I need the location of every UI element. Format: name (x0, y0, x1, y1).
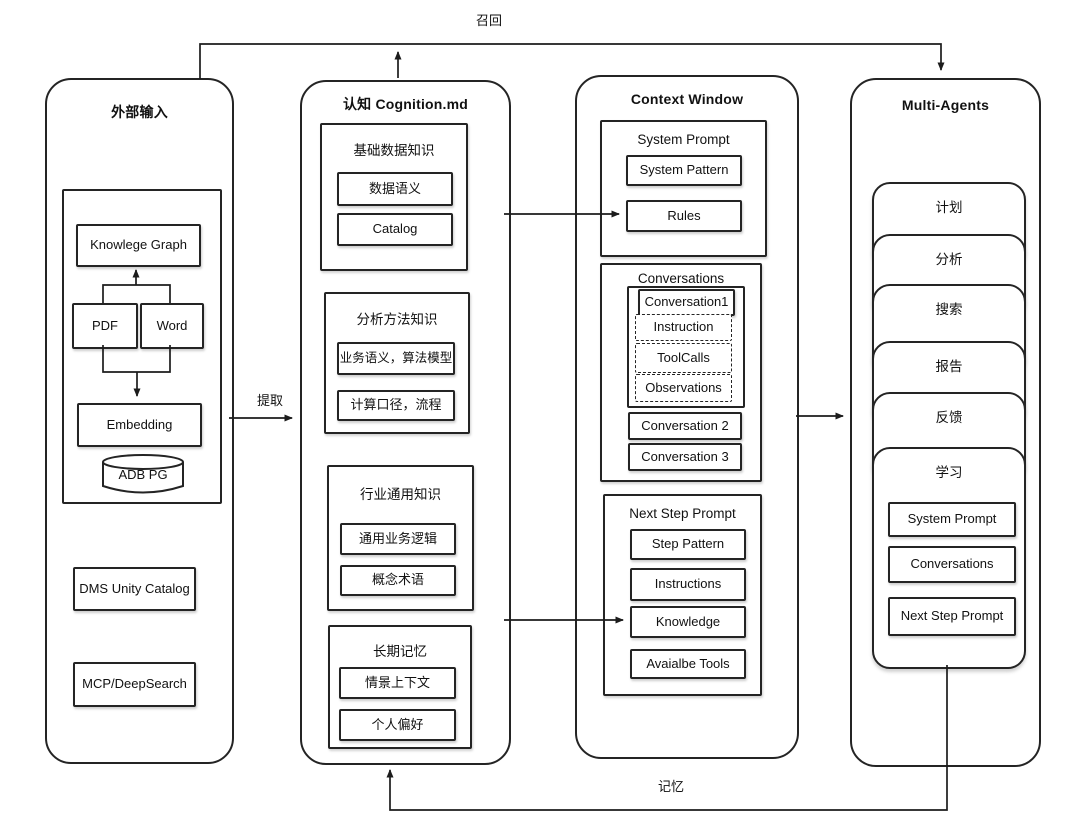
node-ma-system-prompt: System Prompt (888, 502, 1016, 537)
section-long-term-memory-title: 长期记忆 (373, 644, 427, 659)
node-system-pattern: System Pattern (626, 155, 742, 186)
node-ma-next-step-prompt: Next Step Prompt (888, 597, 1016, 636)
agent-plan-label: 计划 (935, 200, 963, 215)
section-system-prompt: System Prompt (600, 120, 767, 257)
node-conversation1: Conversation1 (638, 289, 735, 316)
agent-analysis-label: 分析 (935, 252, 963, 267)
node-concept-terms: 概念术语 (340, 565, 456, 596)
section-next-step-prompt-title: Next Step Prompt (629, 506, 736, 521)
node-conversation2: Conversation 2 (628, 412, 742, 440)
node-catalog: Catalog (337, 213, 453, 246)
section-industry-knowledge-title: 行业通用知识 (360, 487, 441, 502)
section-conversations-title: Conversations (637, 271, 725, 286)
node-toolcalls: ToolCalls (635, 343, 732, 373)
agent-report-label: 报告 (935, 359, 963, 374)
node-instructions: Instructions (630, 568, 746, 601)
section-basic-data-knowledge-title: 基础数据知识 (353, 143, 435, 158)
cognition-title: 认知 Cognition.md (342, 96, 469, 112)
node-step-pattern: Step Pattern (630, 529, 746, 560)
agent-learning-label: 学习 (935, 465, 963, 480)
extract-edge-label: 提取 (256, 393, 283, 408)
node-observations: Observations (635, 374, 732, 402)
node-pdf: PDF (72, 303, 138, 349)
node-embedding: Embedding (77, 403, 202, 447)
node-ma-conversations: Conversations (888, 546, 1016, 583)
node-instruction: Instruction (635, 314, 732, 341)
recall-edge-label: 召回 (475, 13, 502, 28)
node-general-business-logic: 通用业务逻辑 (340, 523, 456, 555)
recall-arrow (199, 43, 945, 79)
node-conversation3: Conversation 3 (628, 443, 742, 471)
agent-search-label: 搜索 (935, 302, 963, 317)
node-context-scenario: 情景上下文 (339, 667, 456, 699)
node-knowledge-graph: Knowlege Graph (76, 224, 201, 267)
node-business-semantics: 业务语义，算法模型 (337, 342, 455, 375)
node-knowledge: Knowledge (630, 606, 746, 638)
multi-agents-title: Multi-Agents (901, 97, 990, 113)
node-word: Word (140, 303, 204, 349)
node-avaialbe-tools: Avaialbe Tools (630, 649, 746, 679)
node-adb-pg-cylinder: ADB PG (101, 453, 185, 497)
node-mcp-deepsearch: MCP/DeepSearch (73, 662, 196, 707)
external-input-title: 外部输入 (111, 104, 168, 120)
node-calculation-caliber: 计算口径，流程 (337, 390, 455, 421)
agent-feedback-label: 反馈 (935, 410, 963, 425)
node-personal-preference: 个人偏好 (339, 709, 456, 741)
adb-pg-label: ADB PG (118, 467, 168, 482)
node-data-semantics: 数据语义 (337, 172, 453, 206)
section-analysis-method-knowledge-title: 分析方法知识 (356, 312, 438, 327)
cylinder-shape (102, 454, 184, 494)
node-dms-unity-catalog: DMS Unity Catalog (73, 567, 196, 611)
memory-edge-label: 记忆 (657, 779, 684, 794)
node-rules: Rules (626, 200, 742, 232)
section-system-prompt-title: System Prompt (637, 132, 730, 147)
context-window-title: Context Window (630, 91, 744, 107)
